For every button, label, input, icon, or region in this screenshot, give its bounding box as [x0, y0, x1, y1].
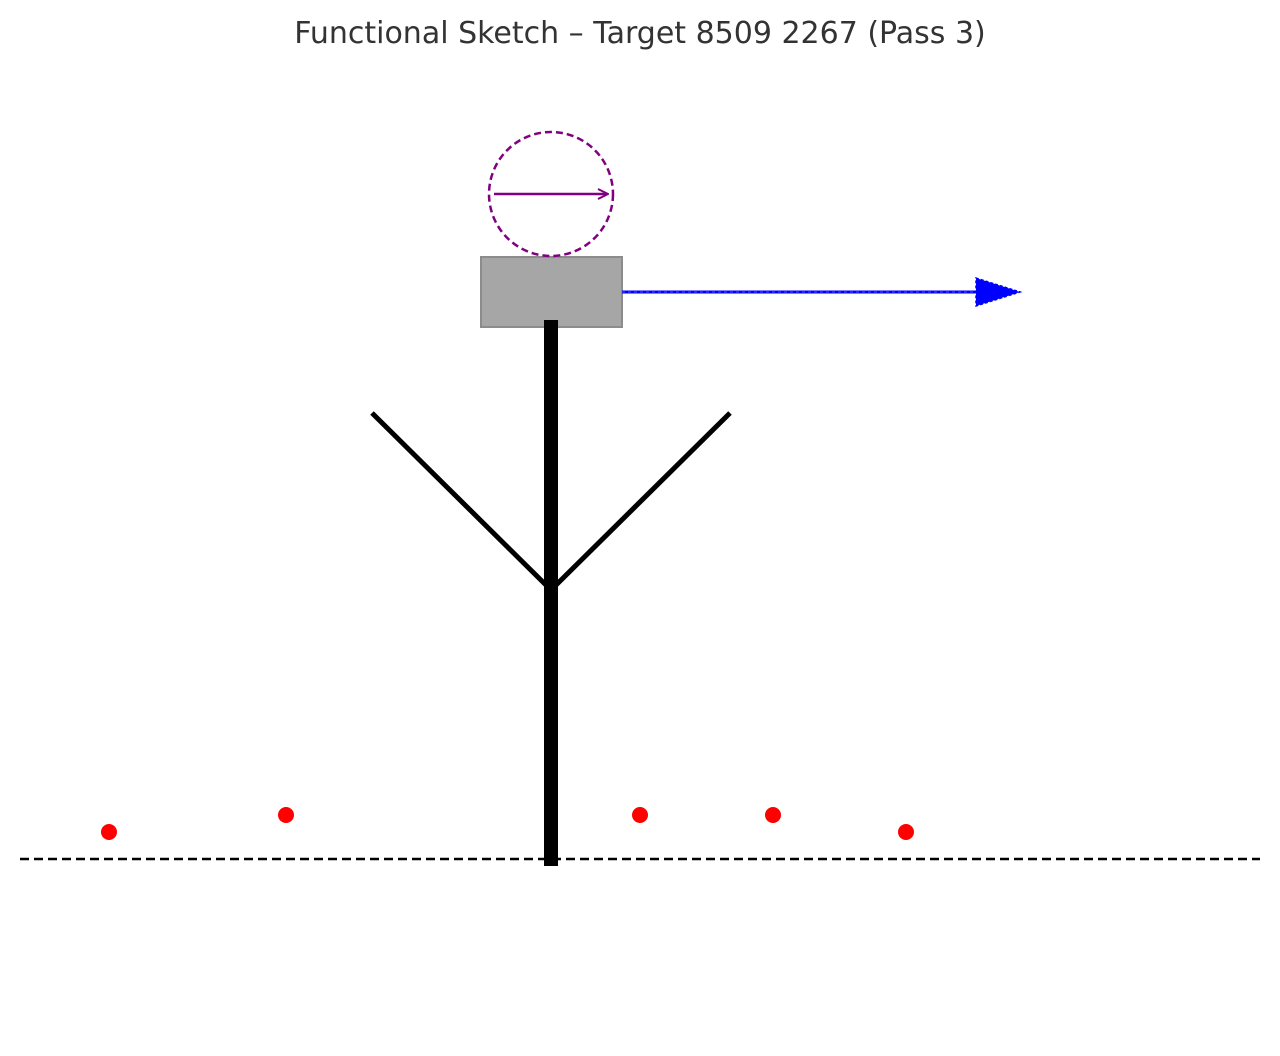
rotation-indicator — [487, 130, 615, 258]
direction-arrow — [622, 276, 1023, 308]
left-branch — [370, 411, 553, 592]
ground-point — [278, 807, 294, 823]
rotation-circle — [487, 130, 615, 258]
ground-point — [101, 824, 117, 840]
direction-arrow-head — [975, 276, 1023, 308]
ground-point — [765, 807, 781, 823]
ground-point — [898, 824, 914, 840]
vertical-mast — [544, 320, 558, 866]
head-box — [480, 256, 623, 328]
ground-point — [632, 807, 648, 823]
right-branch — [549, 411, 732, 592]
figure-title: Functional Sketch – Target 8509 2267 (Pa… — [294, 16, 986, 51]
